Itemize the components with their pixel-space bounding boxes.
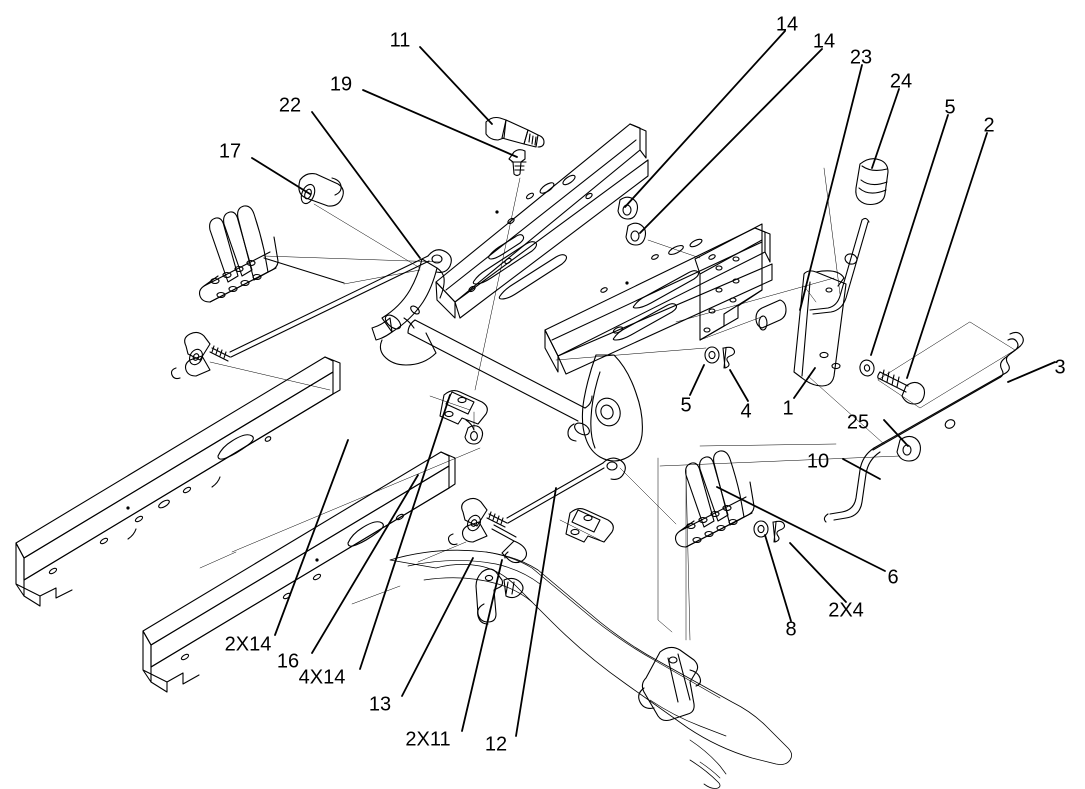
callout-leader bbox=[689, 364, 705, 396]
lever-bolt-washer bbox=[859, 359, 926, 405]
callout-leader bbox=[359, 394, 451, 670]
callout-leader bbox=[274, 439, 349, 636]
callout-label[interactable]: 14 bbox=[813, 30, 835, 52]
blade-assembly bbox=[389, 457, 792, 789]
washer-8 bbox=[753, 520, 769, 538]
callout-leader bbox=[793, 367, 816, 399]
cotter-pin-4 bbox=[722, 346, 736, 369]
callout-label[interactable]: 10 bbox=[807, 450, 829, 472]
bushing-right bbox=[755, 299, 787, 331]
lift-lever-assembly bbox=[793, 158, 889, 387]
callout-label[interactable]: 14 bbox=[776, 13, 798, 35]
callout-leader bbox=[716, 486, 886, 572]
callout-label[interactable]: 17 bbox=[219, 140, 241, 162]
callout-leader bbox=[789, 542, 847, 603]
spacer-17 bbox=[298, 173, 421, 269]
callout-label[interactable]: 22 bbox=[279, 94, 301, 116]
callout-leader bbox=[461, 559, 503, 732]
rod-eyebolt-lower bbox=[447, 457, 626, 564]
washer-5-upper bbox=[704, 346, 720, 364]
callout-leader bbox=[906, 132, 988, 379]
callout-label[interactable]: 13 bbox=[369, 693, 391, 715]
u-bracket-right bbox=[565, 507, 614, 543]
callout-label[interactable]: 2X11 bbox=[405, 728, 450, 750]
hinge-bracket-left bbox=[198, 205, 345, 303]
callout-label[interactable]: 2X14 bbox=[225, 633, 272, 655]
left-channel-rail-upper bbox=[15, 356, 341, 607]
callout-leader bbox=[1007, 361, 1056, 383]
callout-leader bbox=[639, 48, 823, 234]
callout-leader bbox=[515, 487, 557, 737]
callout-label[interactable]: 5 bbox=[680, 394, 691, 416]
callout-label[interactable]: 2 bbox=[983, 114, 994, 136]
hinge-bracket-right bbox=[674, 450, 755, 548]
callout-leader bbox=[401, 557, 474, 697]
callout-label[interactable]: 24 bbox=[890, 70, 912, 92]
callout-label[interactable]: 11 bbox=[390, 29, 411, 51]
callout-label[interactable]: 8 bbox=[785, 618, 796, 640]
callout-leader bbox=[764, 534, 792, 622]
callout-leader bbox=[419, 46, 493, 125]
callout-label[interactable]: 2X4 bbox=[828, 599, 864, 621]
callout-leader bbox=[871, 88, 900, 169]
callout-label[interactable]: 4 bbox=[740, 400, 751, 422]
rod-eyebolt-left bbox=[170, 249, 452, 391]
callout-leader bbox=[799, 64, 863, 311]
bent-rod-right bbox=[823, 321, 1024, 523]
hex-nut-upper-b bbox=[625, 222, 701, 259]
upper-frame-rail bbox=[435, 123, 649, 319]
callout-label[interactable]: 5 bbox=[944, 96, 955, 118]
cotter-pin-2x4 bbox=[772, 520, 786, 543]
left-pivot-arm bbox=[371, 258, 445, 366]
callout-label[interactable]: 25 bbox=[847, 411, 869, 433]
callout-label[interactable]: 6 bbox=[887, 566, 898, 588]
callout-label[interactable]: 12 bbox=[485, 733, 507, 755]
callout-leader bbox=[311, 474, 419, 654]
u-bracket-center bbox=[439, 389, 488, 431]
callout-leader bbox=[311, 111, 421, 259]
callout-leader bbox=[624, 30, 786, 208]
callout-label[interactable]: 1 bbox=[782, 397, 793, 419]
callout-label[interactable]: 16 bbox=[277, 650, 299, 672]
callout-label[interactable]: 19 bbox=[330, 73, 352, 95]
callout-leader bbox=[362, 89, 518, 158]
callout-label[interactable]: 3 bbox=[1054, 356, 1065, 378]
callout-leader bbox=[729, 369, 749, 402]
hex-nut-center bbox=[464, 425, 484, 445]
hex-bolt-11 bbox=[485, 116, 545, 148]
callout-leader bbox=[883, 419, 909, 447]
callout-label[interactable]: 23 bbox=[850, 46, 872, 68]
cross-tube bbox=[407, 319, 593, 422]
callout-leader bbox=[251, 157, 311, 195]
phantom-lines bbox=[199, 167, 901, 641]
callout-label[interactable]: 4X14 bbox=[299, 666, 346, 688]
right-frame-rail bbox=[544, 223, 773, 375]
callout-leader bbox=[870, 114, 949, 356]
grease-fitting-19 bbox=[474, 149, 527, 391]
right-pivot-arm bbox=[567, 354, 643, 462]
callout-leader bbox=[842, 458, 881, 480]
